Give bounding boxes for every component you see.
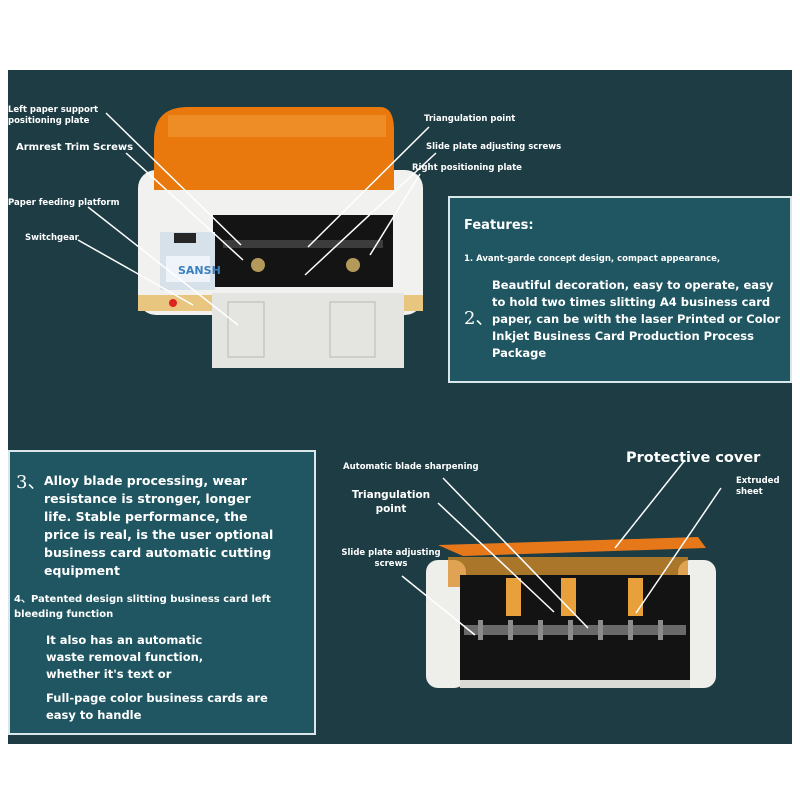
callout-armrest-trim-screws: Armrest Trim Screws (16, 142, 134, 153)
feature-item-1: 1. Avant-garde concept design, compact a… (464, 254, 721, 264)
bottom-callout-lines (401, 459, 722, 636)
lower-features-box: 3、 Alloy blade processing, wear resistan… (8, 450, 316, 735)
callout-protective-cover: Protective cover (626, 450, 761, 466)
callout-slide-plate-screws-bottom: Slide plate adjusting screws (341, 548, 441, 569)
top-callout-lines (77, 112, 437, 326)
callout-paper-feeding-platform: Paper feeding platform (8, 198, 120, 208)
features-heading: Features: (464, 218, 534, 233)
callout-left-paper-support: Left paper support positioning plate (8, 105, 99, 126)
feature-item-2-number: 2、 (464, 308, 494, 329)
product-panel: SANSH Left paper support positioning pla… (8, 70, 792, 744)
top-machine-illustration (138, 107, 423, 368)
feature-item-3-text: Alloy blade processing, wear resistance … (44, 473, 274, 578)
feature-item-4-text: 4、Patented design slitting business card… (14, 594, 271, 620)
brand-logo: SANSH (178, 264, 221, 277)
feature-item-2-text: Beautiful decoration, easy to operate, e… (492, 278, 781, 360)
bottom-machine-illustration (426, 537, 716, 688)
callout-switchgear: Switchgear (25, 233, 79, 243)
feature-item-4-sub1: It also has an automatic waste removal f… (46, 633, 204, 681)
feature-item-4-sub2: Full-page color business cards are easy … (46, 691, 268, 722)
callout-extruded-sheet: Extruded sheet (736, 476, 780, 497)
callout-slide-plate-screws-top: Slide plate adjusting screws (426, 142, 562, 152)
callout-triangulation-point-top: Triangulation point (424, 114, 516, 124)
feature-item-3-number: 3、 (16, 472, 46, 493)
callout-triangulation-point-bottom: Triangulation point (351, 489, 431, 515)
callout-automatic-blade-sharpening: Automatic blade sharpening (343, 462, 479, 472)
features-box: Features: 1. Avant-garde concept design,… (448, 196, 792, 383)
callout-right-positioning-plate: Right positioning plate (412, 163, 522, 173)
